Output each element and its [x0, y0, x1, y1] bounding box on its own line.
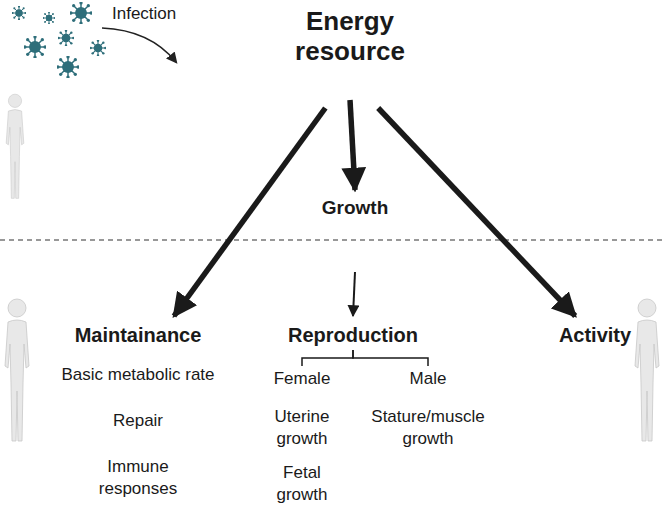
body-text: Immune responses [88, 456, 188, 500]
flow-arrow [174, 108, 325, 316]
activity-heading: Activity [540, 322, 650, 348]
body-text: Uterine growth [262, 406, 342, 450]
infection-arrow [102, 28, 176, 62]
sex-label: Female [252, 368, 352, 390]
flow-arrow [350, 100, 355, 190]
female-node: FemaleUterine growthFetal growth [252, 368, 352, 506]
heading: Maintainance [38, 322, 238, 348]
human-silhouettes [5, 94, 659, 441]
bracket-connector [353, 350, 428, 366]
bracket-connector [302, 350, 353, 366]
maintenance-node: MaintainanceBasic metabolic rateRepairIm… [38, 322, 238, 500]
flow-arrow [353, 272, 355, 316]
body-text: Basic metabolic rate [48, 364, 228, 386]
flow-arrow [378, 108, 575, 316]
virus-particles [12, 1, 107, 78]
body-text: Fetal growth [262, 462, 342, 506]
reproduction-node: Reproduction [268, 322, 438, 348]
activity-node: Activity [540, 322, 650, 348]
growth-label: Growth [300, 196, 410, 220]
body-text: Repair [48, 410, 228, 432]
energy-title: Energy resource [262, 6, 438, 66]
annotation-label: Infection [112, 4, 176, 24]
male-node: MaleStature/muscle growth [368, 368, 488, 450]
sex-label: Male [368, 368, 488, 390]
reproduction-heading: Reproduction [268, 322, 438, 348]
resource-node: Energy resource [262, 6, 438, 66]
body-text: Stature/muscle growth [368, 406, 488, 450]
growth-node: Growth [300, 196, 410, 220]
divider-line [0, 239, 665, 240]
